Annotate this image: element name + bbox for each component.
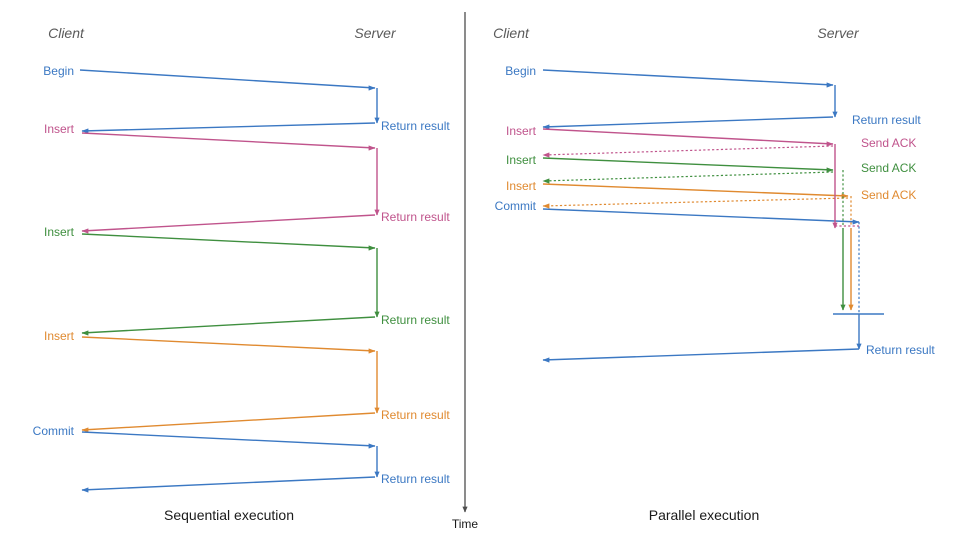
right-client-message-label-4: Commit	[495, 199, 537, 213]
right-server-lane-header: Server	[817, 25, 860, 41]
left-server-message-label-4: Return result	[381, 472, 450, 486]
left-insert2-request	[81, 233, 376, 251]
left-server-message-label-2: Return result	[381, 313, 450, 327]
right-client-message-label-0: Begin	[505, 64, 536, 78]
right-insert1-ack	[542, 145, 834, 158]
right-insert1-request	[542, 128, 834, 147]
left-server-message-label-3: Return result	[381, 408, 450, 422]
right-server-message-label-1: Send ACK	[861, 136, 916, 150]
left-client-message-label-0: Begin	[43, 64, 74, 78]
right-client-message-label-2: Insert	[506, 153, 537, 167]
left-insert2-return	[81, 316, 376, 336]
left-commit-request	[81, 431, 376, 449]
right-server-message-label-2: Send ACK	[861, 161, 916, 175]
right-client-lane-header: Client	[493, 25, 530, 41]
left-begin-return	[81, 122, 376, 134]
left-client-lane-header: Client	[48, 25, 85, 41]
right-client-message-label-3: Insert	[506, 179, 537, 193]
left-client-message-label-2: Insert	[44, 225, 75, 239]
right-diagram-caption: Parallel execution	[649, 507, 760, 523]
right-diagram-edges	[542, 69, 884, 363]
left-client-message-label-4: Commit	[33, 424, 75, 438]
left-commit-return	[81, 476, 376, 493]
right-insert3-request	[542, 183, 849, 199]
right-insert2-request	[542, 157, 834, 173]
right-server-message-label-0: Return result	[852, 113, 921, 127]
left-insert1-return	[81, 214, 376, 234]
left-server-message-label-0: Return result	[381, 119, 450, 133]
left-insert1-request	[81, 132, 376, 151]
right-insert2-ack	[542, 171, 834, 184]
left-diagram-edges	[79, 69, 380, 493]
right-commit-return	[542, 348, 860, 363]
right-server-message-label-3: Send ACK	[861, 188, 916, 202]
left-server-lane-header: Server	[354, 25, 397, 41]
left-client-message-label-1: Insert	[44, 122, 75, 136]
right-server-message-label-4: Return result	[866, 343, 935, 357]
time-axis: Time	[452, 12, 479, 531]
left-begin-request	[79, 69, 376, 91]
left-insert3-request	[81, 336, 376, 354]
left-diagram-caption: Sequential execution	[164, 507, 294, 523]
time-axis-label: Time	[452, 517, 479, 531]
left-insert3-return	[81, 412, 376, 433]
right-insert3-ack	[542, 197, 849, 209]
right-begin-request	[542, 69, 834, 88]
right-client-message-label-1: Insert	[506, 124, 537, 138]
left-server-message-label-1: Return result	[381, 210, 450, 224]
right-commit-request	[542, 208, 860, 225]
left-client-message-label-3: Insert	[44, 329, 75, 343]
right-begin-return	[542, 116, 834, 130]
